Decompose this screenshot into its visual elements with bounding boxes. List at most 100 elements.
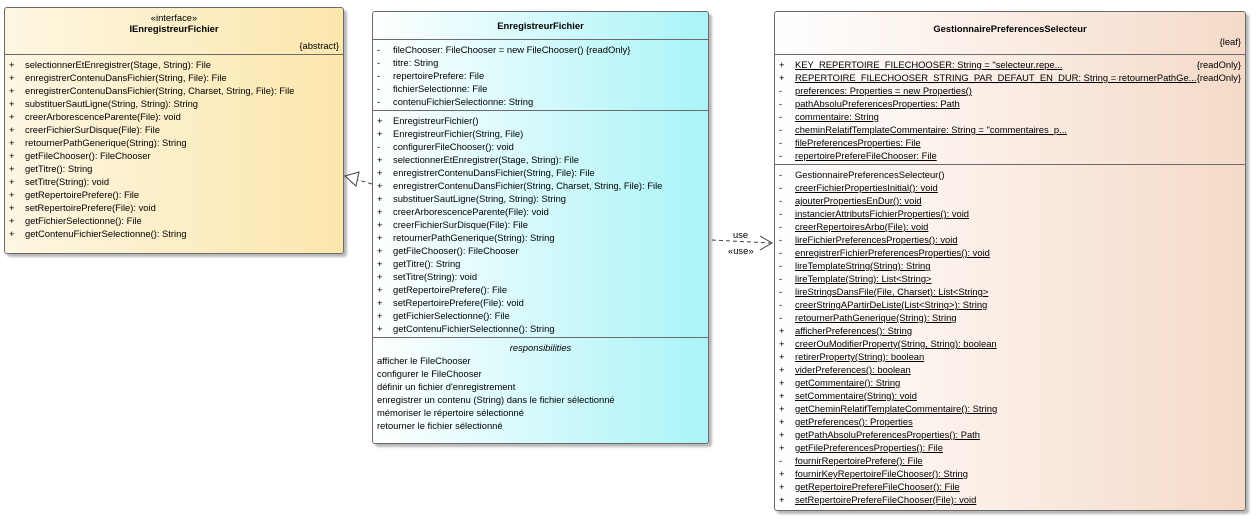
visibility-marker: +: [9, 176, 15, 187]
attribute-row[interactable]: -pathAbsoluPreferencesProperties: Path: [775, 97, 1245, 110]
operation-row[interactable]: +getFichierSelectionne(): File: [5, 214, 343, 227]
operation-row[interactable]: -instancierAttributsFichierProperties():…: [775, 207, 1245, 220]
operation-row[interactable]: +getCheminRelatifTemplateCommentaire(): …: [775, 402, 1245, 415]
operation-row[interactable]: +getContenuFichierSelectionne(): String: [373, 322, 708, 335]
visibility-marker: +: [377, 232, 383, 243]
visibility-marker: +: [779, 494, 785, 505]
operation-row[interactable]: +setRepertoirePrefereFileChooser(File): …: [775, 493, 1245, 506]
visibility-marker: -: [779, 247, 783, 258]
attribute-row[interactable]: -titre: String: [373, 56, 708, 69]
visibility-marker: +: [9, 189, 15, 200]
visibility-marker: +: [779, 442, 785, 453]
operation-row[interactable]: -lireFichierPreferencesProperties(): voi…: [775, 233, 1245, 246]
operation-row[interactable]: +creerOuModifierProperty(String, String)…: [775, 337, 1245, 350]
operation-row[interactable]: -GestionnairePreferencesSelecteur(): [775, 168, 1245, 181]
member-signature: EnregistreurFichier(String, File): [393, 128, 524, 139]
operation-row[interactable]: -lireTemplate(String): List<String>: [775, 272, 1245, 285]
operation-row[interactable]: +creerFichierSurDisque(File): File: [5, 123, 343, 136]
member-signature: fournirRepertoirePrefere(): File: [795, 455, 923, 466]
operation-row[interactable]: +creerArborescenceParente(File): void: [373, 205, 708, 218]
operation-row[interactable]: +substituerSautLigne(String, String): St…: [5, 97, 343, 110]
class-gestionnairepreferencesselecteur[interactable]: GestionnairePreferencesSelecteur {leaf} …: [774, 11, 1246, 511]
operation-row[interactable]: + getTitre(): String: [373, 257, 708, 270]
operation-row[interactable]: -lireTemplateString(String): String: [775, 259, 1245, 272]
abstract-tag: {abstract}: [299, 40, 339, 51]
attribute-row[interactable]: -preferences: Properties = new Propertie…: [775, 84, 1245, 97]
member-signature: KEY_REPERTOIRE_FILECHOOSER: String = "se…: [795, 59, 1063, 70]
operation-row[interactable]: +getFichierSelectionne(): File: [373, 309, 708, 322]
operation-row[interactable]: +setTitre(String): void: [5, 175, 343, 188]
operation-row[interactable]: -ajouterPropertiesEnDur(): void: [775, 194, 1245, 207]
operation-row[interactable]: +afficherPreferences(): String: [775, 324, 1245, 337]
visibility-marker: -: [779, 260, 783, 271]
operation-row[interactable]: -retournerPathGenerique(String): String: [775, 311, 1245, 324]
attribute-row[interactable]: -contenuFichierSelectionne: String: [373, 95, 708, 108]
operation-row[interactable]: +setCommentaire(String): void: [775, 389, 1245, 402]
operation-row[interactable]: -creerStringAPartirDeListe(List<String>)…: [775, 298, 1245, 311]
attribute-row[interactable]: + KEY_REPERTOIRE_FILECHOOSER: String = "s…: [775, 58, 1245, 71]
operation-row[interactable]: +EnregistreurFichier(String, File): [373, 127, 708, 140]
operation-row[interactable]: +enregistrerContenuDansFichier(String, C…: [373, 179, 708, 192]
operation-row[interactable]: +getRepertoirePrefere(): File: [373, 283, 708, 296]
operation-row[interactable]: +retirerProperty(String): boolean: [775, 350, 1245, 363]
operation-row[interactable]: -lireStringsDansFile(File, Charset): Lis…: [775, 285, 1245, 298]
operation-row[interactable]: +retournerPathGenerique(String): String: [5, 136, 343, 149]
visibility-marker: -: [779, 85, 783, 96]
operation-row[interactable]: +setRepertoirePrefere(File): void: [373, 296, 708, 309]
member-signature: enregistrerContenuDansFichier(String, Fi…: [393, 167, 595, 178]
member-signature: setRepertoirePrefere(File): void: [25, 202, 156, 213]
attribute-row[interactable]: -filePreferencesProperties: File: [775, 136, 1245, 149]
operation-row[interactable]: +creerArborescenceParente(File): void: [5, 110, 343, 123]
visibility-marker: +: [779, 59, 785, 70]
operation-row[interactable]: -creerRepertoiresArbo(File): void: [775, 220, 1245, 233]
operation-row[interactable]: +getRepertoirePrefereFileChooser(): File: [775, 480, 1245, 493]
operation-row[interactable]: -fournirRepertoirePrefere(): File: [775, 454, 1245, 467]
operation-row[interactable]: +retournerPathGenerique(String): String: [373, 231, 708, 244]
operation-row[interactable]: +selectionnerEtEnregistrer(Stage, String…: [373, 153, 708, 166]
attribute-row[interactable]: -commentaire: String: [775, 110, 1245, 123]
attribute-row[interactable]: +REPERTOIRE_FILECHOOSER_STRING_PAR_DEFAU…: [775, 71, 1245, 84]
attribute-row[interactable]: -fichierSelectionne: File: [373, 82, 708, 95]
operation-row[interactable]: +getContenuFichierSelectionne(): String: [5, 227, 343, 240]
interface-ienregistreurfichier[interactable]: «interface» IEnregistreurFichier {abstra…: [4, 7, 344, 254]
attribute-row[interactable]: -cheminRelatifTemplateCommentaire: Strin…: [775, 123, 1245, 136]
member-signature: getTitre(): String: [393, 258, 461, 269]
operation-row[interactable]: +enregistrerContenuDansFichier(String, F…: [373, 166, 708, 179]
operation-row[interactable]: +getTitre(): String: [5, 162, 343, 175]
operation-row[interactable]: +fournirKeyRepertoireFileChooser(): Stri…: [775, 467, 1245, 480]
operation-row[interactable]: +enregistrerContenuDansFichier(String, C…: [5, 84, 343, 97]
member-signature: retournerPathGenerique(String): String: [25, 137, 187, 148]
visibility-marker: +: [779, 338, 785, 349]
operation-row[interactable]: +getPathAbsoluPreferencesProperties(): P…: [775, 428, 1245, 441]
class-enregistreurfichier[interactable]: EnregistreurFichier -fileChooser: FileCh…: [372, 11, 709, 444]
attribute-row[interactable]: -fileChooser: FileChooser = new FileChoo…: [373, 43, 708, 56]
visibility-marker: +: [377, 258, 383, 269]
operation-row[interactable]: +creerFichierSurDisque(File): File: [373, 218, 708, 231]
operation-row[interactable]: -enregistrerFichierPreferencesProperties…: [775, 246, 1245, 259]
operation-row[interactable]: +EnregistreurFichier(): [373, 114, 708, 127]
operation-row[interactable]: +getPreferences(): Properties: [775, 415, 1245, 428]
attribute-row[interactable]: -repertoirePrefere: File: [373, 69, 708, 82]
operation-row[interactable]: +getRepertoirePrefere(): File: [5, 188, 343, 201]
visibility-marker: -: [779, 150, 783, 161]
operation-row[interactable]: +getFileChooser(): FileChooser: [5, 149, 343, 162]
operation-row[interactable]: +getCommentaire(): String: [775, 376, 1245, 389]
operation-row[interactable]: -creerFichierPropertiesInitial(): void: [775, 181, 1245, 194]
attribute-row[interactable]: -repertoirePrefereFileChooser: File: [775, 149, 1245, 162]
operation-row[interactable]: +setRepertoirePrefere(File): void: [5, 201, 343, 214]
operation-row[interactable]: +enregistrerContenuDansFichier(String, F…: [5, 71, 343, 84]
member-signature: getFichierSelectionne(): File: [393, 310, 510, 321]
member-signature: creerStringAPartirDeListe(List<String>):…: [795, 299, 988, 310]
operation-row[interactable]: +selectionnerEtEnregistrer(Stage, String…: [5, 58, 343, 71]
operation-row[interactable]: +getFilePreferencesProperties(): File: [775, 441, 1245, 454]
member-signature: getTitre(): String: [25, 163, 93, 174]
operation-row[interactable]: +setTitre(String): void: [373, 270, 708, 283]
operation-row[interactable]: +viderPreferences(): boolean: [775, 363, 1245, 376]
visibility-marker: +: [377, 323, 383, 334]
operation-row[interactable]: +getFileChooser(): FileChooser: [373, 244, 708, 257]
visibility-marker: -: [779, 286, 783, 297]
visibility-marker: +: [779, 351, 785, 362]
operation-row[interactable]: -configurerFileChooser(): void: [373, 140, 708, 153]
member-signature: selectionnerEtEnregistrer(Stage, String)…: [393, 154, 580, 165]
operation-row[interactable]: +substituerSautLigne(String, String): St…: [373, 192, 708, 205]
